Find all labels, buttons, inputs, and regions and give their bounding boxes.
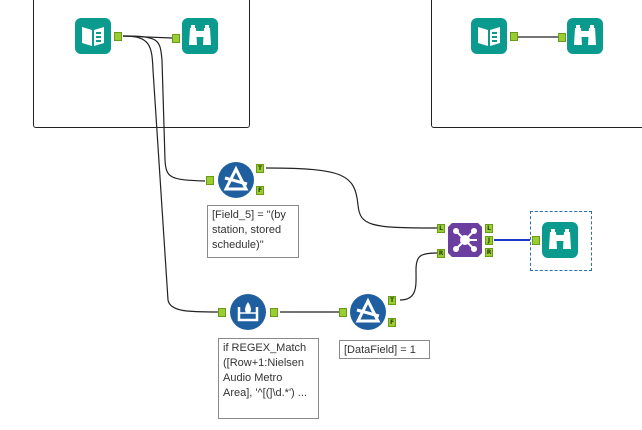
binoculars-icon	[182, 18, 218, 54]
filter1-input-anchor[interactable]	[206, 176, 214, 185]
filter-icon	[350, 294, 386, 330]
binoculars-icon	[567, 18, 603, 54]
binoculars-icon	[542, 222, 578, 258]
join-join-output-anchor[interactable]: J	[485, 236, 493, 245]
book-input-icon	[75, 18, 111, 54]
filter-tool-1[interactable]	[217, 161, 255, 199]
filter-icon	[218, 162, 254, 198]
wire-filter2-join	[399, 252, 438, 301]
wire-input1-filter1	[122, 35, 206, 182]
browse-tool-1[interactable]	[182, 18, 218, 54]
wire-filter1-join	[265, 167, 438, 229]
input2-output-anchor[interactable]	[510, 32, 518, 41]
wire-input1-cleanse	[122, 35, 219, 313]
book-input-icon	[471, 18, 507, 54]
join-right-anchor[interactable]: R	[437, 249, 445, 258]
browse-tool-3[interactable]	[542, 222, 578, 258]
data-cleansing-tool[interactable]	[229, 293, 267, 331]
filter2-false-anchor[interactable]: F	[388, 318, 396, 327]
cleanse-annotation: if REGEX_Match ([Row+1:Nielsen Audio Met…	[218, 338, 319, 419]
input-tool-2[interactable]	[471, 18, 507, 54]
browse1-input-anchor[interactable]	[172, 34, 180, 43]
input1-output-anchor[interactable]	[114, 32, 122, 41]
tool-container-right[interactable]	[431, 0, 642, 128]
input-tool-1[interactable]	[75, 18, 111, 54]
cleanse-icon	[230, 294, 266, 330]
filter2-annotation: [DataField] = 1	[339, 340, 430, 359]
filter1-true-anchor[interactable]: T	[256, 164, 264, 173]
join-left-output-anchor[interactable]: L	[485, 224, 493, 233]
browse3-input-anchor[interactable]	[532, 236, 540, 245]
cleanse-input-anchor[interactable]	[218, 308, 226, 317]
join-icon	[448, 223, 482, 257]
filter-tool-2[interactable]	[349, 293, 387, 331]
filter2-input-anchor[interactable]	[339, 308, 347, 317]
filter2-true-anchor[interactable]: T	[388, 296, 396, 305]
join-tool[interactable]	[446, 221, 484, 259]
browse3-selection-box	[530, 211, 592, 271]
join-left-anchor[interactable]: L	[437, 224, 445, 233]
join-right-output-anchor[interactable]: R	[485, 248, 493, 257]
filter1-annotation: [Field_5] = "(by station, stored schedul…	[207, 205, 299, 258]
cleanse-output-anchor[interactable]	[270, 308, 278, 317]
filter1-false-anchor[interactable]: F	[256, 186, 264, 195]
browse2-input-anchor[interactable]	[558, 33, 566, 42]
browse-tool-2[interactable]	[567, 18, 603, 54]
